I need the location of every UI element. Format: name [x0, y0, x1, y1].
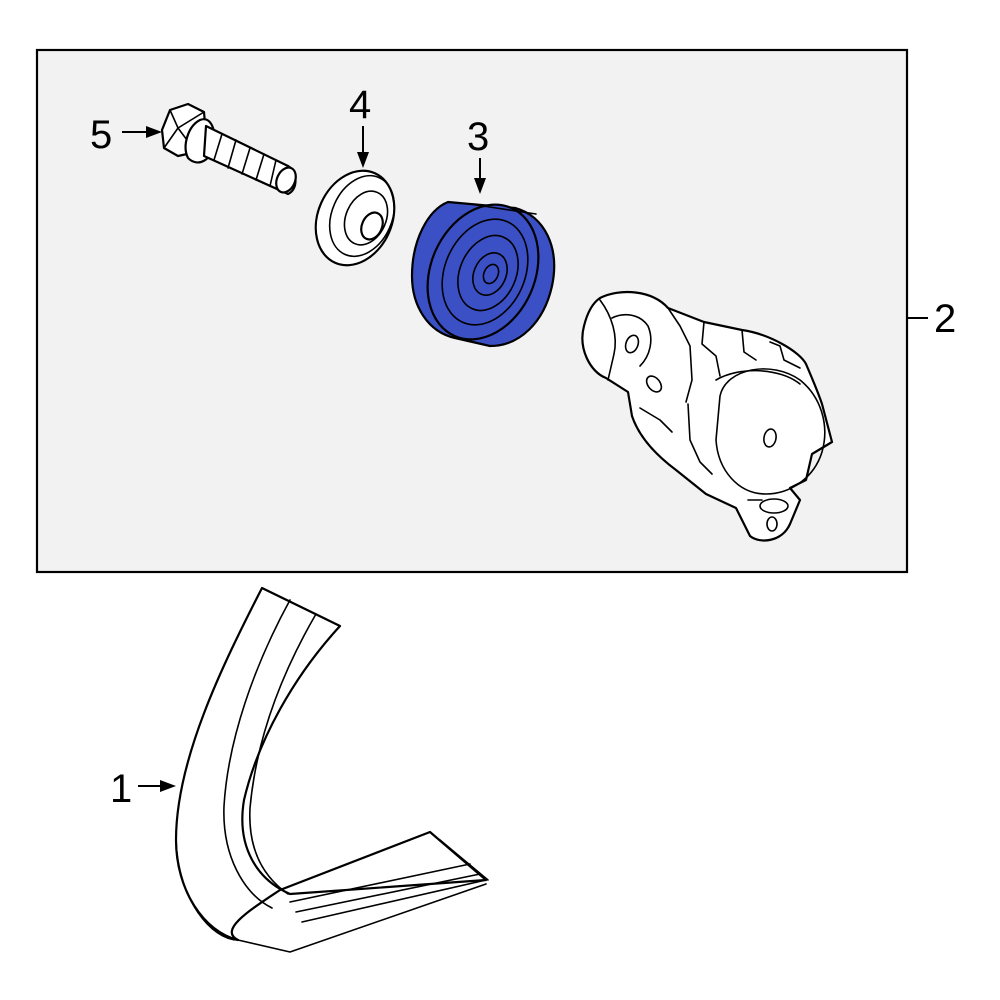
callout-2: 2	[934, 297, 956, 341]
tensioner-body[interactable]	[581, 291, 834, 542]
bolt-part[interactable]	[160, 102, 300, 196]
pulley-part[interactable]	[407, 187, 559, 357]
callout-5: 5	[90, 113, 112, 157]
callout-3: 3	[467, 115, 489, 159]
callout-4: 4	[349, 83, 371, 127]
callout-1: 1	[110, 767, 132, 811]
belt-part[interactable]	[174, 586, 489, 953]
pulley-cover-part[interactable]	[301, 158, 408, 278]
